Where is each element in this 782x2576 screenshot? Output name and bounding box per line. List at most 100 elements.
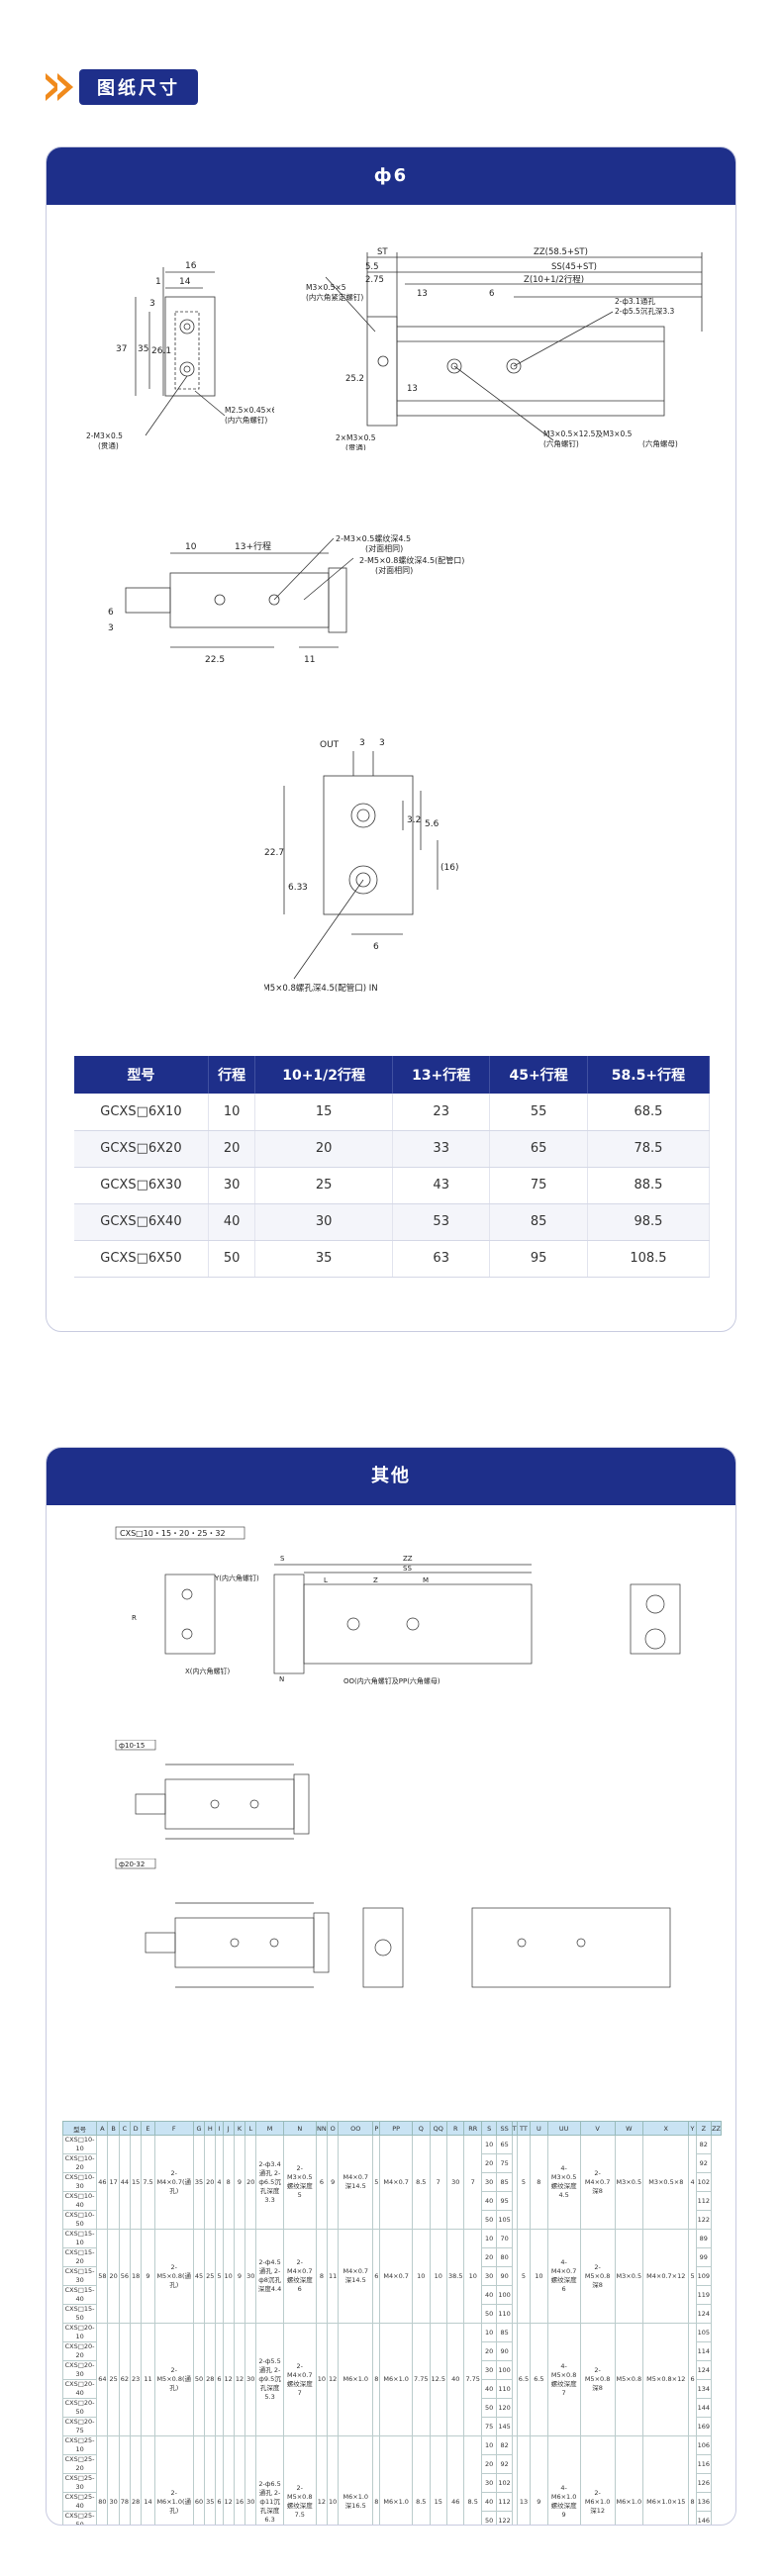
table-cell: 60 [192, 2435, 206, 2525]
table-cell: 44 [118, 2135, 132, 2230]
table-cell: 116 [695, 2454, 713, 2474]
table-cell: M5×0.8×12 [642, 2323, 690, 2436]
dim-3: 3 [149, 299, 155, 309]
col-header: Q [412, 2121, 431, 2136]
table-cell: CXS□20-30 [61, 2360, 98, 2380]
col-header: 型号 [74, 1056, 209, 1094]
table-cell: 46 [445, 2435, 465, 2525]
label-m5-port: 2-M5×0.8螺纹深4.5(配管口) [359, 555, 464, 565]
table-cell: CXS□10-20 [61, 2153, 98, 2173]
dim-22-7: 22.7 [264, 848, 284, 858]
table-cell: CXS□10-30 [61, 2172, 98, 2192]
table-cell: 2-M6×1.0(通孔) [153, 2435, 194, 2525]
table-cell: 23 [130, 2323, 143, 2436]
table-cell: M4×0.7深14.5 [338, 2229, 374, 2324]
table-cell: 10 [530, 2229, 548, 2324]
table-cell: 20 [107, 2229, 120, 2324]
table-cell: 9 [233, 2135, 246, 2230]
table-cell: 169 [695, 2417, 713, 2436]
table-cell: 7.75 [412, 2323, 431, 2436]
table-cell: CXS□20-40 [61, 2379, 98, 2399]
table-cell: GCXS□6X40 [74, 1203, 209, 1241]
table-cell: 12 [222, 2435, 235, 2525]
col-header: P [372, 2121, 381, 2136]
col-header: 型号 [61, 2121, 98, 2136]
dim-5-6: 5.6 [425, 819, 440, 829]
table-cell: 30 [107, 2435, 120, 2525]
table-cell: 105 [496, 2210, 513, 2230]
table-cell: 15 [254, 1094, 393, 1131]
col-header: I [215, 2121, 224, 2136]
table-cell: M3×0.5 [614, 2229, 644, 2324]
table-cell: 6 [372, 2229, 381, 2324]
dim-2-75: 2.75 [365, 275, 384, 285]
table-cell: 2-M4×0.7(通孔) [153, 2135, 194, 2230]
table-cell: 122 [695, 2210, 713, 2230]
table-cell: 55 [489, 1094, 588, 1131]
table-cell: CXS□15-20 [61, 2247, 98, 2267]
label-m3-through: 2-M3×0.5 [86, 431, 123, 440]
col-header: F [153, 2121, 194, 2136]
table-cell: 30 [208, 1167, 256, 1204]
table-cell: 119 [695, 2285, 713, 2305]
table-cell: 28 [130, 2435, 143, 2525]
table-cell: 43 [392, 1167, 491, 1204]
table-cell: 89 [695, 2229, 713, 2248]
table-cell: 20 [204, 2135, 217, 2230]
dim-3b: 3 [108, 623, 114, 633]
table-cell: 109 [695, 2266, 713, 2286]
table-cell: 8.5 [412, 2435, 431, 2525]
table-cell: 65 [496, 2135, 513, 2154]
col-header: D [130, 2121, 143, 2136]
table-cell: 100 [496, 2360, 513, 2380]
table-cell: 92 [695, 2153, 713, 2173]
col-header: ZZ [711, 2121, 722, 2136]
col-header: V [579, 2121, 616, 2136]
card-title: 其他 [47, 1448, 735, 1505]
table-cell: 11 [327, 2229, 340, 2324]
table-cell: M6×1.0 [614, 2435, 644, 2525]
label-z: Z [373, 1576, 378, 1584]
table-cell: 10 [315, 2323, 329, 2436]
table-cell: 9 [327, 2135, 340, 2230]
table-cell: 30 [244, 2435, 257, 2525]
table-cell: 78.5 [587, 1130, 711, 1168]
table-cell: 12 [233, 2323, 246, 2436]
table-cell: 40 [208, 1203, 256, 1241]
label-s: S [280, 1555, 285, 1563]
dim-3d: 3 [379, 738, 385, 748]
table-cell: 70 [496, 2229, 513, 2248]
table-cell: 2-M4×0.7螺纹深度7 [282, 2323, 317, 2436]
dim-10: 10 [185, 542, 197, 552]
table-cell: 56 [118, 2229, 132, 2324]
table-cell: CXS□15-40 [61, 2285, 98, 2305]
table-cell: 2-M3×0.5螺纹深度5 [282, 2135, 317, 2230]
label-through-hole: 2-ф3.1通孔 [615, 296, 655, 306]
table-cell: CXS□25-50 [61, 2511, 98, 2525]
col-header: A [96, 2121, 109, 2136]
table-cell: 17 [107, 2135, 120, 2230]
table-cell: 95 [489, 1240, 588, 1278]
table-cell: 5 [215, 2229, 224, 2324]
phi20-32-drawing: ф20-32 [115, 1859, 671, 1988]
table-cell: 12 [327, 2323, 340, 2436]
col-header: 45+行程 [489, 1056, 588, 1094]
col-header: K [233, 2121, 246, 2136]
col-header: S [480, 2121, 498, 2136]
series-drawing: CXS□10・15・20・25・32 ZZ SS S L Z M Y(内六角螺钉… [115, 1526, 681, 1685]
table-cell: 10 [222, 2229, 235, 2324]
label-ss: SS [403, 1565, 412, 1573]
table-cell: CXS□15-10 [61, 2229, 98, 2248]
col-header: Z [695, 2121, 713, 2136]
dim-25-2: 25.2 [345, 374, 364, 384]
table-cell: 30 [445, 2135, 465, 2230]
label-out: OUT [320, 740, 340, 750]
table-cell: 9 [233, 2229, 246, 2324]
table-cell: M6×1.0 [338, 2323, 374, 2436]
table-cell: 40 [480, 2492, 498, 2512]
